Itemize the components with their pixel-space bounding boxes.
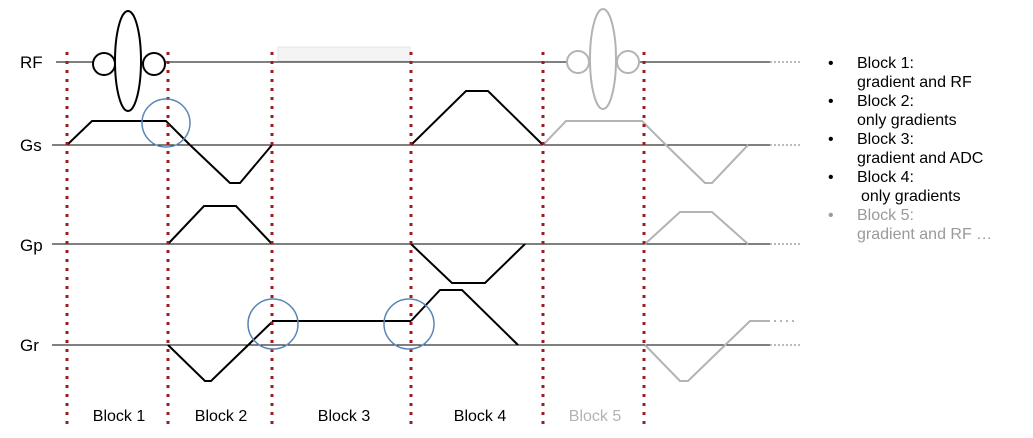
- axis-label-rf: RF: [20, 53, 43, 72]
- rf-pulse-main-lobe: [114, 10, 142, 112]
- legend-item-block-4: • Block 4: only gradients: [826, 168, 992, 206]
- block-dividers: [65, 52, 646, 428]
- rf-pulse-sidelobe-right-faded: [616, 50, 640, 74]
- block-label-3: Block 3: [318, 408, 371, 425]
- gp-waveform-block-2: [167, 205, 273, 245]
- bullet-icon: •: [828, 169, 834, 186]
- baselines: [52, 61, 770, 346]
- axis-label-gr: Gr: [20, 336, 39, 355]
- rf-pulse-sidelobe-left: [92, 52, 116, 76]
- legend-item-description: only gradients: [861, 188, 961, 205]
- legend-item-block-3: • Block 3: gradient and ADC: [826, 130, 992, 168]
- legend-item-description: gradient and ADC: [857, 150, 984, 167]
- legend-item-title: Block 2:: [857, 93, 914, 110]
- bullet-icon: •: [828, 55, 834, 72]
- bullet-icon: •: [828, 131, 834, 148]
- gradient-waveforms: [66, 90, 544, 382]
- legend-item-description: gradient and RF …: [857, 226, 993, 243]
- bullet-icon: •: [828, 207, 834, 224]
- gr-waveform-block-5: [644, 320, 768, 382]
- block-label-1: Block 1: [93, 408, 146, 425]
- gs-waveform-block-4: [410, 90, 544, 146]
- block-label-4: Block 4: [454, 408, 507, 425]
- gr-waveform-block-4: [410, 289, 519, 346]
- legend-item-title: Block 1:: [857, 55, 914, 72]
- rf-pulse-sidelobe-right: [142, 52, 166, 76]
- rf-pulse-block-5: [566, 8, 640, 110]
- legend-item-description: only gradients: [857, 112, 957, 129]
- highlight-circle-block-2-3: [247, 298, 299, 350]
- gr-waveform-block-2: [167, 321, 273, 382]
- rf-pulse-block-1: [92, 10, 166, 112]
- boundary-highlights: [141, 98, 435, 350]
- gp-waveform-block-5: [644, 211, 749, 245]
- bullet-icon: •: [828, 93, 834, 110]
- legend-item-block-5: • Block 5: gradient and RF …: [826, 206, 992, 244]
- gp-waveform-block-4: [410, 243, 526, 284]
- axis-label-gs: Gs: [20, 136, 42, 155]
- legend-item-title: Block 3:: [857, 131, 914, 148]
- gs-waveform-block-5: [542, 120, 749, 184]
- legend-item-description: gradient and RF: [857, 74, 972, 91]
- legend-item-title: Block 5:: [857, 207, 914, 224]
- legend: • Block 1: gradient and RF • Block 2: on…: [826, 54, 992, 244]
- block-label-2: Block 2: [195, 408, 248, 425]
- legend-item-block-1: • Block 1: gradient and RF: [826, 54, 992, 92]
- rf-pulse-main-lobe-faded: [589, 8, 617, 110]
- legend-item-block-2: • Block 2: only gradients: [826, 92, 992, 130]
- rf-pulse-sidelobe-left-faded: [566, 50, 590, 74]
- block-label-5: Block 5: [569, 408, 622, 425]
- adc-readout-marker: [277, 46, 411, 62]
- highlight-circle-block-1-2: [141, 98, 191, 148]
- highlight-circle-block-3-4: [383, 298, 435, 350]
- gradient-waveforms-block-5: [542, 120, 768, 382]
- axis-label-gp: Gp: [20, 236, 43, 255]
- gs-waveform-blocks-1-2: [66, 120, 273, 184]
- baseline-continuations: [770, 61, 802, 346]
- legend-item-title: Block 4:: [857, 169, 914, 186]
